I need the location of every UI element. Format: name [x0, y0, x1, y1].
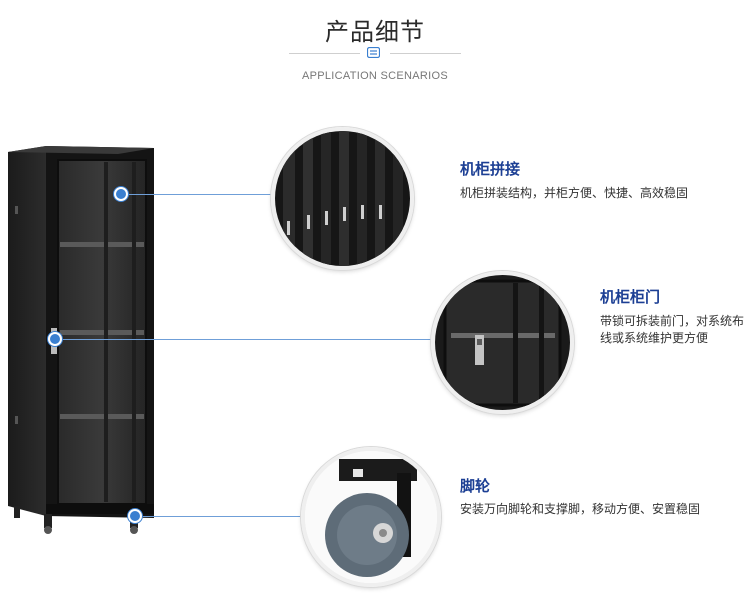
feature-title-splice: 机柜拼接	[460, 160, 521, 178]
feature-text-splice: 机柜拼装结构，并柜方便、快捷、高效稳固	[460, 186, 689, 200]
marker-dot-door	[48, 332, 62, 346]
feature-title-caster: 脚轮	[460, 477, 491, 495]
server-cabinet-image	[8, 146, 154, 534]
page-title: 产品细节	[325, 18, 425, 46]
detail-image-splice	[271, 127, 414, 270]
leader-line-splice	[121, 194, 271, 195]
detail-image-door	[431, 271, 574, 414]
feature-text-caster: 安装万向脚轮和支撑脚，移动方便、安置稳固	[460, 502, 701, 516]
feature-text-door-line2: 线或系统维护更方便	[600, 331, 709, 345]
list-icon	[367, 47, 380, 58]
detail-image-caster	[301, 447, 441, 587]
feature-title-door: 机柜柜门	[600, 288, 661, 306]
leader-line-caster	[135, 516, 301, 517]
marker-dot-caster	[128, 509, 142, 523]
page-subtitle: APPLICATION SCENARIOS	[301, 70, 449, 82]
marker-dot-splice	[114, 187, 128, 201]
feature-text-door-line1: 带锁可拆装前门，对系统布	[600, 314, 745, 328]
title-divider-right	[390, 53, 461, 54]
title-divider-left	[289, 53, 360, 54]
leader-line-door	[55, 339, 431, 340]
